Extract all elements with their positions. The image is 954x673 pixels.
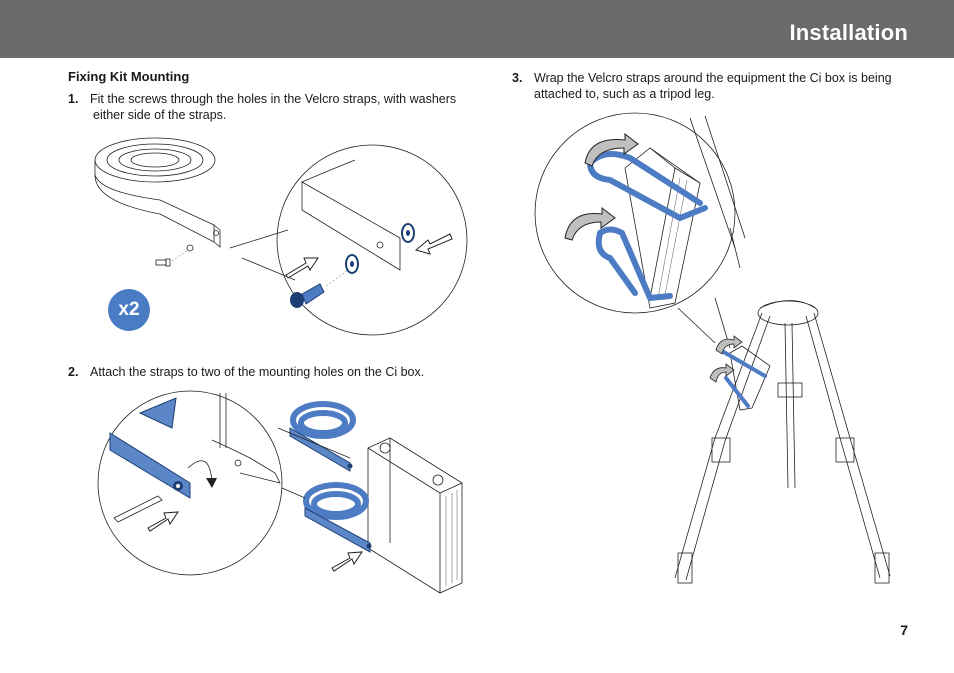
coiled-strap-outline	[94, 137, 221, 248]
strap-hole	[213, 230, 219, 236]
strap-wrap-top	[587, 151, 708, 221]
page-number: 7	[900, 622, 908, 638]
zoom-circle	[534, 112, 736, 314]
curved-arrow-icon	[584, 132, 639, 167]
zoom-circle	[97, 390, 283, 576]
section-heading: Fixing Kit Mounting	[68, 69, 190, 84]
arrow-icon	[285, 257, 319, 279]
zoom-circle	[276, 144, 468, 336]
arrow-icon	[331, 551, 363, 572]
header-bar: Installation	[0, 0, 954, 58]
screw-small	[155, 249, 189, 267]
illustration-screws-washers	[94, 137, 468, 336]
strap-top	[289, 401, 356, 472]
strap-wrap-bottom	[595, 226, 673, 301]
washer-right	[401, 223, 415, 243]
arrow-icon	[147, 511, 179, 532]
step-number: 3.	[512, 71, 523, 85]
step-text-line: Fit the screws through the holes in the …	[90, 92, 457, 106]
curved-arrow-icon	[564, 206, 616, 241]
step-text: Attach the straps to two of the mounting…	[90, 365, 425, 379]
step-text-line: either side of the straps.	[93, 108, 227, 122]
step-text-line: Wrap the Velcro straps around the equipm…	[534, 71, 892, 85]
ci-box	[367, 437, 463, 594]
illustration-tripod	[534, 112, 891, 584]
screwdriver	[113, 495, 163, 523]
quantity-badge: x2	[108, 289, 150, 331]
step-text: Fit the screws through the holes in the …	[90, 91, 456, 123]
strap-closeup	[301, 159, 401, 271]
tripod-leg-closeup	[689, 115, 746, 269]
rotate-arrow-icon	[187, 460, 217, 488]
curved-arrow-icon	[709, 363, 735, 383]
step-number: 1.	[68, 92, 79, 106]
strap-bottom	[303, 482, 372, 553]
arrow-icon	[414, 233, 453, 255]
box-edge-closeup	[211, 393, 281, 484]
screw-large	[290, 269, 349, 308]
step-number: 2.	[68, 365, 79, 379]
illustration-attach-straps	[97, 390, 463, 594]
quantity-badge-label: x2	[118, 299, 140, 320]
ci-box-on-tripod	[720, 345, 771, 411]
strap-end-closeup	[109, 397, 191, 499]
step-text-line: attached to, such as a tripod leg.	[534, 87, 715, 101]
tripod	[674, 300, 891, 584]
ci-box-closeup	[624, 147, 701, 309]
washer-small	[186, 244, 194, 252]
page-title: Installation	[789, 20, 908, 45]
step-text: Wrap the Velcro straps around the equipm…	[534, 70, 892, 102]
curved-arrow-icon	[715, 335, 743, 355]
washer-left	[345, 254, 359, 274]
